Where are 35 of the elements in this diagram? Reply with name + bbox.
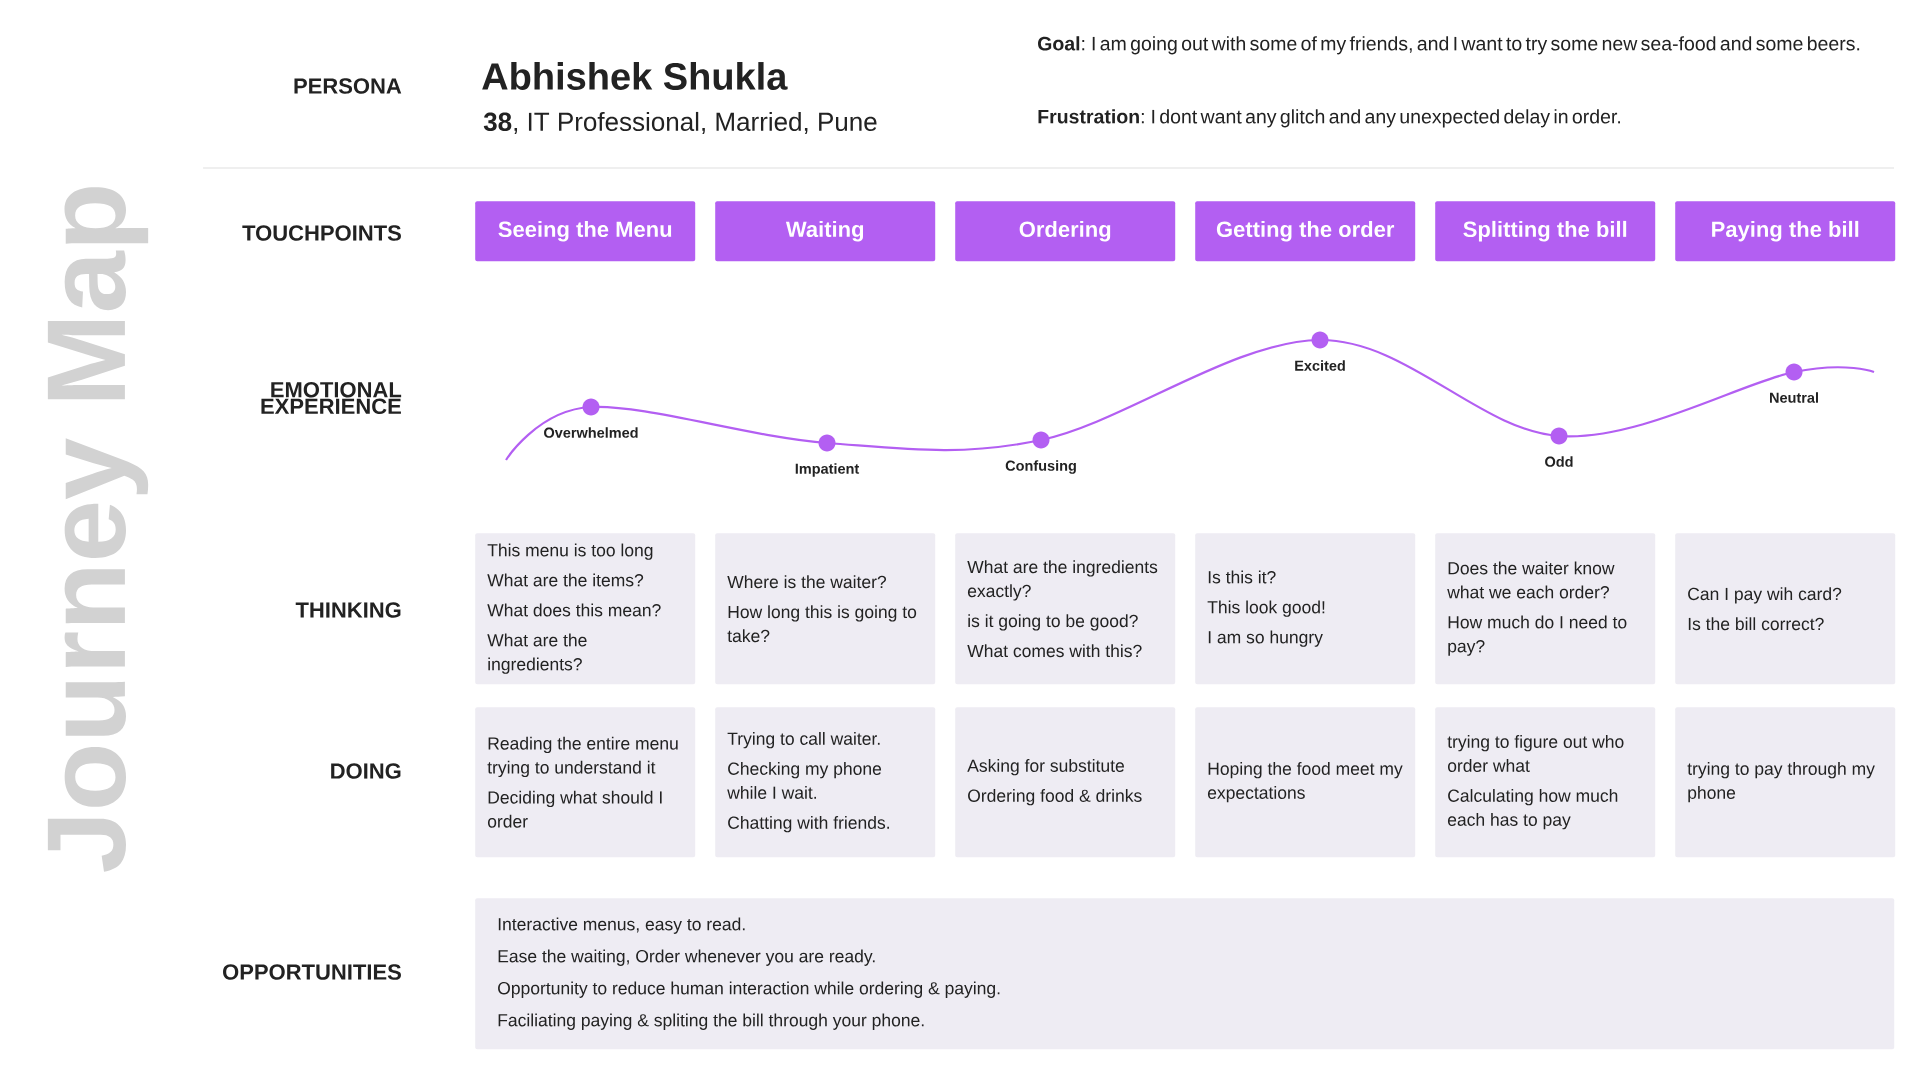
emotion-label: Neutral <box>1770 392 1818 403</box>
note-card: Can I pay wih card? Is the bill correct? <box>1675 533 1896 685</box>
note-card: This menu is too long What are the items? What does this mean? What are the ingredients? <box>475 533 696 685</box>
emotion-label: Overwhelmed <box>544 427 638 438</box>
note-card: Asking for substitute Ordering food & drinks <box>955 707 1176 858</box>
note-card: Where is the waiter? How long this is going to take? <box>715 533 936 685</box>
note-card: Does the waiter know what we each order? How much do I need to pay? <box>1435 533 1656 685</box>
persona-details: 38, IT Professional, Married, Pune <box>483 111 877 135</box>
note-card: Is this it? This look good! I am so hungry <box>1195 533 1416 685</box>
row-header: OPPORTUNITIES <box>223 964 401 980</box>
touchpoint-box: Ordering <box>955 201 1176 262</box>
emotion-label: Excited <box>1295 360 1345 371</box>
note-card: trying to figure out who order what Calculating how much each has to pay <box>1435 707 1656 858</box>
row-header: EMOTIONAL EXPERIENCE <box>261 381 402 415</box>
touchpoint-box: Getting the order <box>1195 201 1416 262</box>
emotion-label: Odd <box>1545 456 1573 467</box>
note-card: What are the ingredients exactly? is it going to be good? What comes with this? <box>955 533 1176 685</box>
note-card: Trying to call waiter. Checking my phone while I wait. Chatting with friends. <box>715 707 936 858</box>
emotion-label: Impatient <box>795 463 860 477</box>
row-header: PERSONA <box>294 78 402 94</box>
goal-text: Goal: I am going out with some of my friends, and I want to try some new sea-food and some beers. <box>1038 36 1860 55</box>
persona-name: Abhishek Shukla <box>482 62 788 90</box>
row-header: TOUCHPOINTS <box>242 225 401 241</box>
row-header: DOING <box>331 763 401 779</box>
touchpoint-box: Paying the bill <box>1675 201 1896 262</box>
frustration-text: Frustration: I dont want any glitch and any unexpected delay in order. <box>1038 109 1620 128</box>
touchpoint-box: Seeing the Menu <box>475 201 696 262</box>
row-header: THINKING <box>295 602 401 618</box>
touchpoint-box: Splitting the bill <box>1435 201 1656 262</box>
note-card: Hoping the food meet my expectations <box>1195 707 1416 858</box>
note-card: Reading the entire menu trying to understand it Deciding what should I order <box>475 707 696 858</box>
emotion-label: Confusing <box>1005 460 1076 474</box>
touchpoint-box: Waiting <box>715 201 936 262</box>
note-card: trying to pay through my phone <box>1675 707 1896 858</box>
opportunities-box: Interactive menus, easy to read. Ease the waiting, Order whenever you are ready. Opportunity to reduce human interaction while ordering & paying. Faciliating paying & spliting the bill through your phone. <box>475 898 1895 1050</box>
